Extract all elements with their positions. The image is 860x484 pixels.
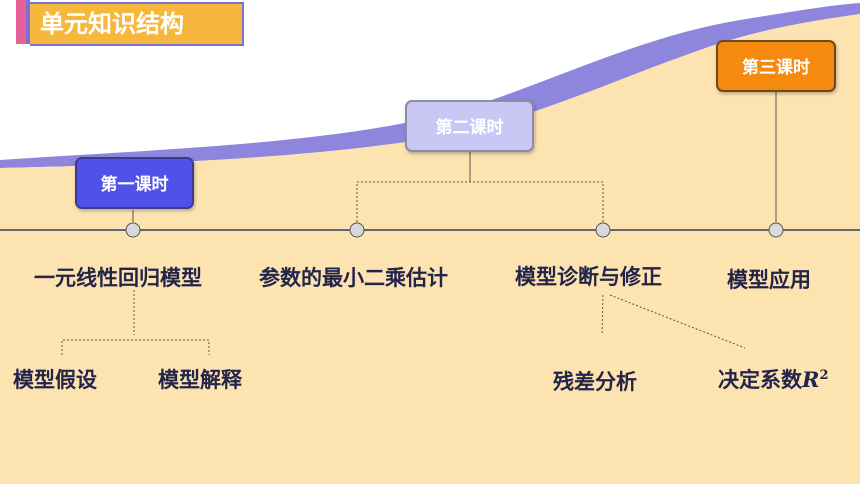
- r-exponent: 2: [819, 368, 829, 383]
- title-accent-stripe-2: [26, 0, 30, 44]
- topic-least-squares: 参数的最小二乘估计: [259, 266, 448, 290]
- section-title-tab: 单元知识结构: [16, 0, 244, 46]
- subtopic-model-assumption: 模型假设: [13, 368, 97, 392]
- topic-model-diagnosis: 模型诊断与修正: [515, 265, 662, 289]
- wave-band: [0, 3, 860, 168]
- topic-model-application: 模型应用: [727, 268, 811, 292]
- lesson-3-box: 第三课时: [716, 40, 836, 92]
- topic-linear-regression: 一元线性回归模型: [34, 266, 202, 290]
- connector-sub2-a: [601, 294, 604, 336]
- timeline-node: [349, 222, 365, 238]
- connector-sub2-b: [609, 294, 746, 349]
- title-accent-stripe: [16, 0, 26, 44]
- subtopic-coefficient-label: 决定系数: [718, 368, 802, 392]
- subtopic-residual-analysis: 残差分析: [553, 370, 637, 394]
- timeline-node: [768, 222, 784, 238]
- beige-area: [0, 14, 860, 484]
- connector-lesson2-bracket: [356, 181, 604, 222]
- lesson-1-box: 第一课时: [75, 157, 194, 209]
- subtopic-model-interpretation: 模型解释: [158, 368, 242, 392]
- timeline-node: [125, 222, 141, 238]
- lesson-2-box: 第二课时: [405, 100, 534, 152]
- timeline-node: [595, 222, 611, 238]
- connector-sub1-bracket: [61, 339, 210, 355]
- r-symbol: R: [802, 367, 820, 392]
- r-squared-symbol: R2: [802, 367, 829, 392]
- section-title: 单元知识结构: [30, 2, 244, 46]
- subtopic-coefficient-determination: 决定系数R2: [718, 364, 829, 394]
